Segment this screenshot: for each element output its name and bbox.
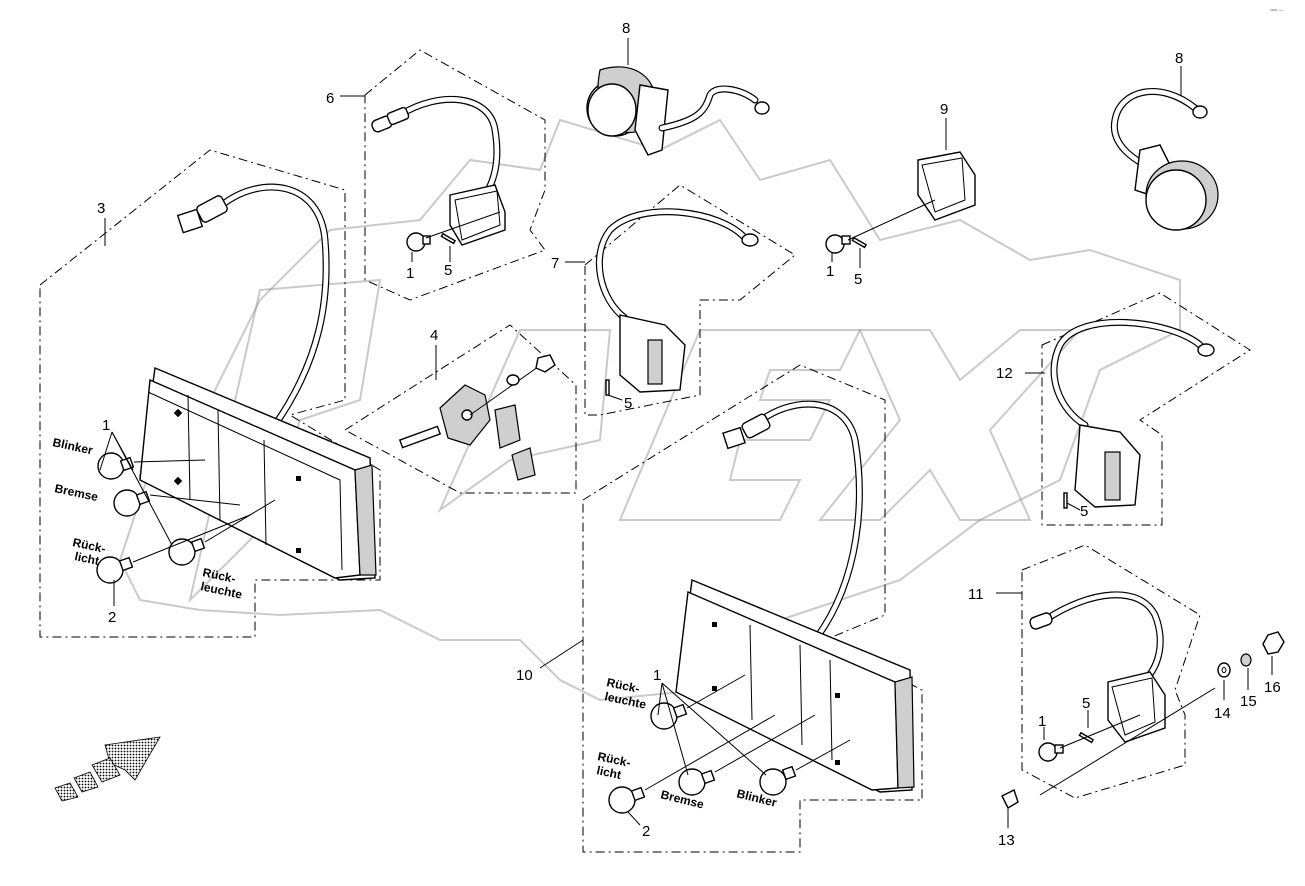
nut-icon	[535, 354, 556, 373]
label-rueck: Rück-	[71, 535, 107, 556]
callout-3: 3	[97, 200, 105, 217]
clip-icon	[511, 447, 536, 481]
connector-plug-icon	[1197, 343, 1215, 357]
label-bremse: Bremse	[53, 481, 99, 504]
label-licht: licht	[73, 549, 100, 568]
connector-plug-icon	[754, 101, 770, 115]
callout-5: 5	[1080, 503, 1088, 520]
group-6-outline	[364, 49, 546, 301]
callout-16: 16	[1264, 679, 1281, 696]
label-rueck: Rück-	[605, 675, 641, 696]
callout-2: 2	[108, 609, 116, 626]
callout-12: 12	[996, 365, 1013, 382]
callout-8: 8	[622, 20, 630, 37]
label-rueck: Rück-	[201, 565, 237, 586]
callout-5: 5	[624, 395, 632, 412]
connector-plug-icon	[722, 426, 746, 450]
group-10-outline	[582, 364, 923, 853]
side-marker-lamp-8b	[1134, 144, 1219, 231]
label-licht: licht	[595, 763, 622, 782]
callout-1: 1	[406, 265, 414, 282]
bulbs-right	[608, 702, 797, 814]
callout-1: 1	[826, 263, 834, 280]
screw-icon	[1001, 789, 1019, 809]
tail-lamp-left	[139, 367, 377, 581]
bulb-icon	[825, 234, 845, 254]
marker-lamp-6	[449, 184, 506, 246]
connector-plug-icon	[1192, 105, 1208, 119]
group-7-outline	[584, 184, 796, 416]
washer-icon	[506, 374, 520, 386]
bulb-icon	[678, 768, 706, 796]
label-leuchte: leuchte	[199, 579, 243, 601]
bulb-icon	[759, 768, 787, 796]
direction-arrow-icon	[54, 736, 161, 802]
connector-plug-icon	[1029, 612, 1053, 630]
opex-watermark	[118, 118, 1181, 702]
side-marker-lamp-8a	[586, 66, 669, 156]
callout-5: 5	[444, 262, 452, 279]
callout-4: 4	[430, 327, 438, 344]
callout-10: 10	[516, 667, 533, 684]
group-11-outline	[1021, 544, 1201, 799]
bulb-icon	[97, 452, 125, 480]
connector-plug-icon	[176, 208, 204, 234]
callout-11: 11	[968, 586, 984, 603]
label-rueck: Rück-	[596, 749, 632, 770]
tail-lamp-right	[675, 579, 915, 793]
callout-1: 1	[1038, 713, 1046, 730]
callout-14: 14	[1214, 705, 1231, 722]
callout-9: 9	[940, 101, 948, 118]
group-3-outline	[39, 149, 381, 638]
callout-1: 1	[102, 417, 110, 434]
lock-washer-icon	[1240, 653, 1252, 667]
group-12-outline	[1041, 292, 1251, 526]
callout-13: 13	[998, 832, 1015, 849]
callout-2: 2	[642, 823, 650, 840]
cable-6	[396, 95, 501, 199]
connector-housing-icon	[196, 195, 228, 223]
bulbs-left	[96, 452, 206, 584]
bulb-icon	[650, 702, 678, 730]
washer-icon	[1217, 662, 1231, 678]
callout-15: 15	[1240, 693, 1257, 710]
clip-icon	[494, 404, 521, 449]
bulb-icon	[113, 489, 141, 517]
connector-plug-icon	[741, 233, 759, 247]
nut-icon	[1262, 631, 1285, 655]
callout-5: 5	[854, 271, 862, 288]
marker-lamp-9	[917, 151, 976, 221]
callout-6: 6	[326, 90, 334, 107]
marker-lamp-11	[1107, 671, 1166, 743]
callout-1: 1	[653, 667, 661, 684]
bulb-icon	[168, 538, 196, 566]
label-leuchte: leuchte	[603, 689, 647, 711]
corner-mark: ᵒᵖᵉˣ ▫▫▫	[1270, 8, 1284, 14]
bolt-icon	[398, 425, 442, 449]
label-blinker: Blinker	[51, 435, 94, 457]
callout-5: 5	[1082, 695, 1090, 712]
callout-7: 7	[551, 255, 559, 272]
bulb-icon	[406, 232, 426, 252]
callout-8: 8	[1175, 50, 1183, 67]
